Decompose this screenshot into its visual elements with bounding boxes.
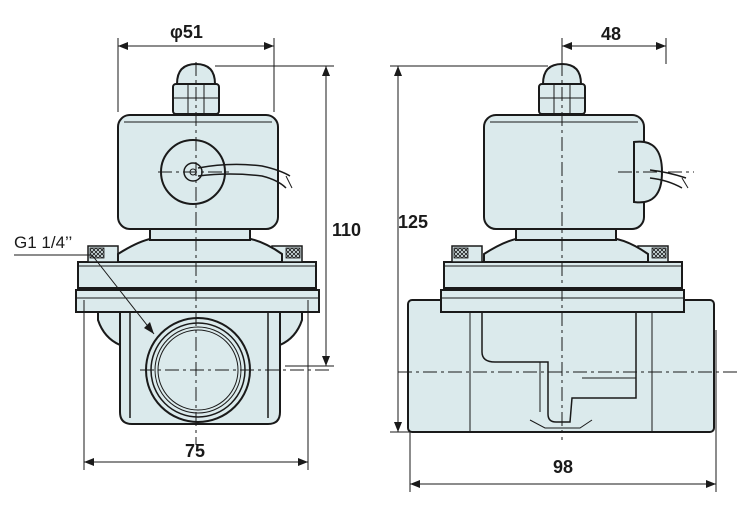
diameter-coil-label: φ51 xyxy=(170,22,203,42)
dimension-height-total: 125 xyxy=(390,65,548,433)
offset-side-label: 48 xyxy=(601,24,621,44)
front-view xyxy=(75,62,330,445)
dimension-width-front: 75 xyxy=(83,300,309,470)
dimension-thread: G1 1/4’’ xyxy=(14,233,155,335)
height-total-label: 125 xyxy=(398,212,428,232)
dimension-offset-side: 48 xyxy=(561,24,667,64)
side-view xyxy=(398,62,740,440)
thread-size-label: G1 1/4’’ xyxy=(14,233,72,252)
dimension-diameter-coil: φ51 xyxy=(117,22,275,112)
length-side-label: 98 xyxy=(553,457,573,477)
dimension-height-front: 110 xyxy=(215,65,361,367)
dimension-length-side: 98 xyxy=(409,330,717,492)
front-lower-plate xyxy=(75,289,320,313)
height-front-label: 110 xyxy=(332,220,361,240)
front-body-flange xyxy=(97,311,121,347)
front-bonnet xyxy=(117,237,283,263)
side-valve-body xyxy=(407,299,715,433)
side-bonnet xyxy=(483,237,649,263)
width-front-label: 75 xyxy=(185,441,205,461)
